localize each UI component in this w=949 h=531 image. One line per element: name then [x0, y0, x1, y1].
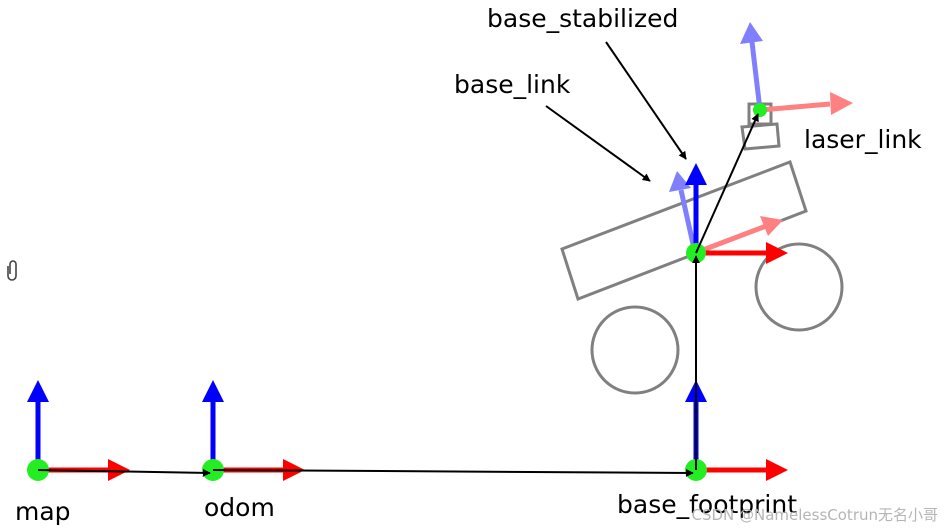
callout-base-stabilized [605, 41, 687, 160]
label-base-footprint: base_footprint [617, 490, 797, 519]
edge-base-stabilized-to-laser-link [695, 113, 759, 254]
laser-link-frame [740, 22, 853, 117]
odom-frame [202, 380, 305, 481]
paperclip-icon [7, 260, 17, 281]
label-map: map [15, 497, 71, 526]
map-frame [27, 380, 130, 481]
rear-wheel [590, 305, 680, 395]
label-laser-link: laser_link [804, 125, 922, 154]
robot-chassis [560, 160, 808, 301]
label-odom: odom [204, 493, 275, 522]
transform-edges [37, 41, 759, 477]
base-link-frame [669, 171, 783, 256]
label-base-link: base_link [454, 70, 571, 99]
base-footprint-frame [685, 380, 788, 481]
front-wheel [754, 242, 844, 332]
edge-odom-to-base-footprint [212, 468, 694, 477]
label-base-stabilized: base_stabilized [487, 4, 678, 33]
watermark: CSDN @NamelessCotrun无名小哥 [691, 506, 938, 524]
base-stabilized-frame [685, 163, 788, 264]
callout-base-link [545, 105, 651, 182]
edge-map-to-odom [37, 468, 211, 477]
